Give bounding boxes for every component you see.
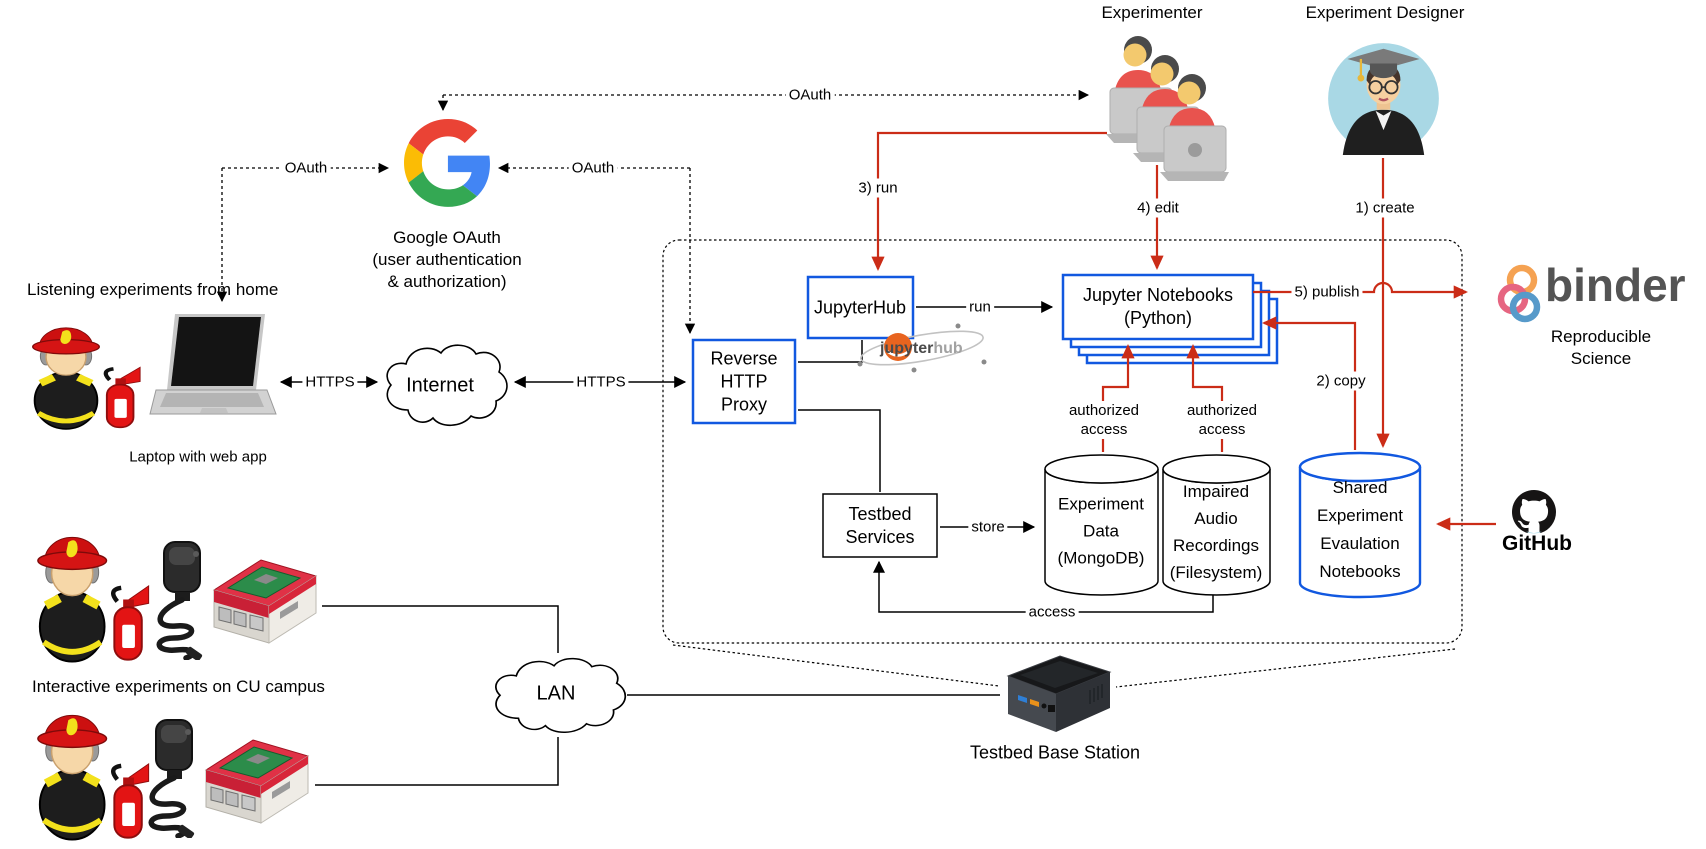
node-jupyterhub: JupyterHub [813, 297, 907, 318]
edge-oauth-experimenter: OAuth [785, 85, 835, 105]
node-experiment-data: Experiment Data (MongoDB) [1057, 494, 1145, 568]
label-internet: Internet [406, 374, 474, 397]
reverse-proxy-box [691, 338, 797, 425]
jupyterhub-logo-icon [857, 323, 987, 373]
testbed-enclosure [662, 239, 1463, 644]
edge-oauth-proxy: OAuth [568, 158, 618, 178]
testbed-services-box [822, 493, 938, 558]
edge-store: store [968, 517, 1008, 537]
experimenter-icon [1106, 36, 1229, 181]
experiment-designer-avatar [1328, 43, 1439, 155]
google-logo-icon [404, 119, 490, 207]
edge-copy: 2) copy [1313, 371, 1369, 391]
label-google-oauth: Google OAuth (user authentication & auth… [372, 228, 522, 291]
caption-laptop: Laptop with web app [129, 448, 267, 466]
github-icon [1512, 490, 1556, 534]
edge-create: 1) create [1352, 198, 1418, 218]
base-station-icon [1006, 655, 1112, 732]
edge-https-left: HTTPS [302, 372, 358, 392]
edge-https-right: HTTPS [573, 372, 629, 392]
shared-notebooks-cylinder [1298, 451, 1422, 599]
edge-publish: 5) publish [1291, 282, 1363, 302]
edge-authorized-access-left: authorized access [1065, 401, 1143, 439]
node-audio-recordings: Impaired Audio Recordings (Filesystem) [1169, 482, 1263, 582]
label-experimenter: Experimenter [1101, 3, 1203, 22]
edge-run: run [966, 297, 994, 317]
jupyterhub-wordmark-jupyter: jupyter [880, 340, 934, 357]
github-wordmark: GitHub [1502, 532, 1572, 555]
oauth-lines [216, 89, 1090, 335]
node-testbed-services: Testbed Services [845, 504, 915, 547]
mongo-cylinder [1044, 454, 1159, 596]
jupyterhub-wordmark-hub: hub [933, 340, 963, 357]
caption-listening-experiments: Listening experiments from home [27, 280, 279, 299]
jupyterhub-box [806, 275, 915, 340]
blue-boxes [691, 273, 1279, 425]
caption-base-station: Testbed Base Station [969, 742, 1141, 763]
edge-run3: 3) run [855, 178, 901, 198]
laptop-icon [149, 314, 277, 415]
caption-interactive-experiments: Interactive experiments on CU campus [32, 677, 325, 696]
edge-access: access [1025, 602, 1079, 622]
binder-logo-icon [1497, 264, 1541, 323]
binder-wordmark: binder [1545, 259, 1686, 311]
node-reverse-proxy: Reverse HTTP Proxy [710, 348, 778, 415]
binder-subtitle: Reproducible Science [1550, 327, 1652, 368]
jupyterhub-wordmark: jupyterhub [880, 340, 963, 358]
enclosure-to-base-right [1115, 648, 1456, 688]
black-links [279, 301, 1214, 786]
edge-authorized-access-right: authorized access [1183, 401, 1261, 439]
label-lan: LAN [536, 682, 576, 705]
node-shared-notebooks: Shared Experiment Evaulation Notebooks [1317, 478, 1403, 581]
jupyter-notebooks-stack [1061, 273, 1279, 365]
edge-oauth-laptop: OAuth [281, 158, 331, 178]
node-jupyter-notebooks: Jupyter Notebooks (Python) [1082, 285, 1234, 328]
audio-cylinder [1162, 454, 1271, 596]
label-experiment-designer: Experiment Designer [1305, 3, 1465, 22]
edge-edit: 4) edit [1134, 198, 1182, 218]
enclosure-to-base-left [672, 644, 1000, 687]
